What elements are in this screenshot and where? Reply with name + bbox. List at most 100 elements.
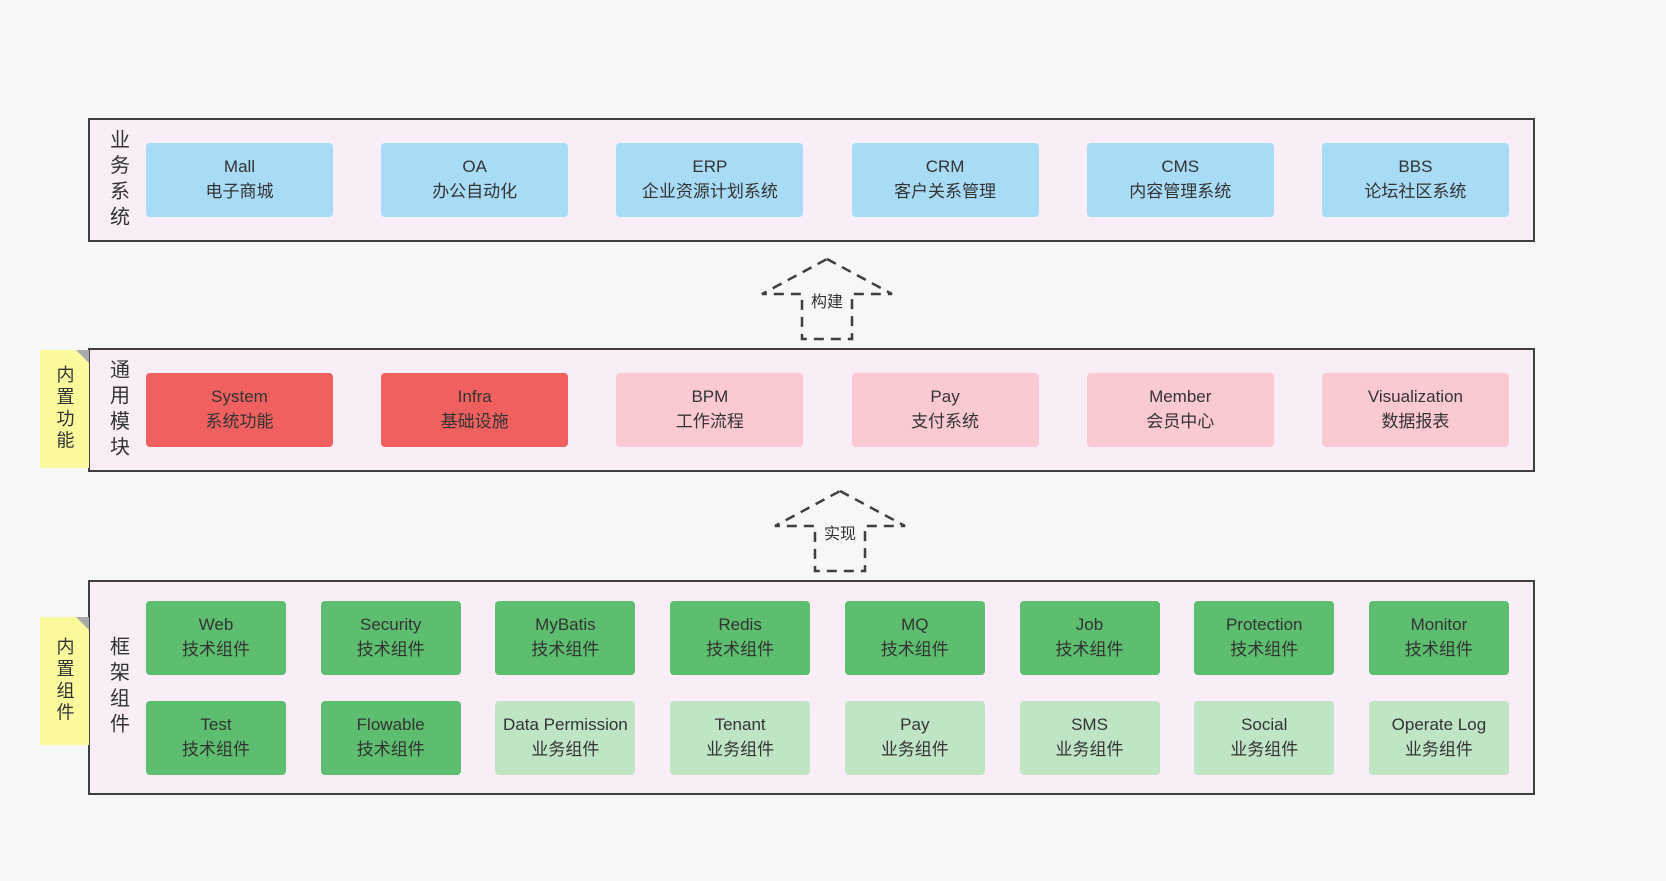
business-box-row: Mall 电子商城 OA 办公自动化 ERP 企业资源计划系统 CRM 客户关系管理 CMS 内容… (146, 143, 1509, 217)
builtin-functions-note: 内置功能 (40, 350, 89, 468)
section-business-label: 业务系统 (106, 128, 129, 232)
section-framework-label: 框架组件 (106, 636, 129, 739)
module-box-member: Member 会员中心 (1086, 373, 1274, 447)
box-subtitle: 技术组件 (182, 739, 250, 759)
box-title: SMS (1071, 714, 1108, 734)
box-subtitle: 业务组件 (1230, 739, 1299, 759)
module-box-sms: SMS 业务组件 (1019, 700, 1160, 775)
section-business-content: Mall 电子商城 OA 办公自动化 ERP 企业资源计划系统 CRM 客户关系管理 CMS 内容… (146, 120, 1533, 240)
modules-box-row: System 系统功能 Infra 基础设施 BPM 工作流程 Pay 支付系统 Member 会… (146, 373, 1509, 447)
box-subtitle: 论坛社区系统 (1364, 182, 1467, 201)
box-subtitle: 业务组件 (531, 739, 600, 759)
box-subtitle: 业务组件 (1404, 739, 1473, 759)
module-box-visualization: Visualization 数据报表 (1321, 373, 1509, 447)
box-subtitle: 办公自动化 (432, 182, 518, 201)
box-title: Protection (1225, 614, 1303, 634)
module-box-system: System 系统功能 (146, 373, 333, 447)
box-title: Social (1241, 714, 1288, 734)
section-modules-content: System 系统功能 Infra 基础设施 BPM 工作流程 Pay 支付系统 Member 会… (146, 350, 1533, 470)
module-box-bbs: BBS 论坛社区系统 (1321, 143, 1509, 217)
box-title: Web (198, 614, 234, 634)
box-subtitle: 数据报表 (1381, 412, 1450, 431)
box-subtitle: 工作流程 (675, 412, 744, 431)
box-subtitle: 内容管理系统 (1129, 182, 1232, 201)
box-title: Pay (930, 387, 960, 407)
module-box-erp: ERP 企业资源计划系统 (616, 143, 804, 217)
box-title: Test (200, 714, 232, 734)
box-title: Tenant (714, 714, 766, 734)
box-title: Operate Log (1391, 714, 1487, 734)
module-box-social: Social 业务组件 (1194, 700, 1335, 775)
build-arrow-label: 构建 (810, 294, 843, 311)
module-box-crm: CRM 客户关系管理 (851, 143, 1039, 217)
box-subtitle: 技术组件 (1055, 639, 1124, 659)
box-subtitle: 企业资源计划系统 (641, 182, 778, 201)
module-box-test: Test 技术组件 (146, 700, 286, 775)
module-box-monitor: Monitor 技术组件 (1368, 600, 1509, 675)
implement-arrow-label: 实现 (823, 526, 856, 543)
box-title: OA (462, 157, 487, 177)
box-subtitle: 技术组件 (706, 639, 775, 659)
box-title: MQ (901, 614, 929, 634)
module-box-infra: Infra 基础设施 (381, 373, 569, 447)
module-box-operate-log: Operate Log 业务组件 (1368, 700, 1509, 775)
box-title: Visualization (1367, 387, 1463, 407)
box-title: BBS (1398, 157, 1433, 177)
module-box-mall: Mall 电子商城 (146, 143, 333, 217)
box-subtitle: 技术组件 (1230, 639, 1299, 659)
box-title: Pay (900, 714, 930, 734)
box-subtitle: 业务组件 (880, 739, 949, 759)
box-subtitle: 技术组件 (531, 639, 600, 659)
build-arrow: 构建 (759, 256, 895, 342)
module-box-security: Security 技术组件 (320, 600, 461, 675)
box-subtitle: 业务组件 (706, 739, 775, 759)
module-box-pay: Pay 支付系统 (851, 373, 1039, 447)
box-subtitle: 技术组件 (1404, 639, 1473, 659)
module-box-web: Web 技术组件 (146, 600, 286, 675)
box-title: ERP (692, 157, 728, 177)
box-subtitle: 技术组件 (356, 739, 425, 759)
box-title: Job (1075, 614, 1104, 634)
box-subtitle: 技术组件 (356, 639, 425, 659)
module-box-protection: Protection 技术组件 (1194, 600, 1335, 675)
box-subtitle: 会员中心 (1146, 412, 1215, 431)
box-title: BPM (691, 387, 729, 407)
box-subtitle: 基础设施 (440, 412, 509, 431)
module-box-mq: MQ 技术组件 (844, 600, 985, 675)
section-business-systems: 业务系统 Mall 电子商城 OA 办公自动化 ERP 企业资源计划系统 CRM 客户关系管理… (88, 118, 1535, 242)
box-title: Monitor (1410, 614, 1468, 634)
module-box-oa: OA 办公自动化 (381, 143, 569, 217)
box-title: CMS (1161, 157, 1200, 177)
module-box-job: Job 技术组件 (1019, 600, 1160, 675)
box-subtitle: 技术组件 (182, 639, 250, 659)
module-box-flowable: Flowable 技术组件 (320, 700, 461, 775)
module-box-bpm: BPM 工作流程 (616, 373, 804, 447)
section-modules-label: 通用模块 (106, 358, 129, 462)
box-subtitle: 电子商城 (205, 182, 274, 201)
box-subtitle: 支付系统 (911, 412, 980, 431)
module-box-cms: CMS 内容管理系统 (1086, 143, 1274, 217)
box-subtitle: 技术组件 (880, 639, 949, 659)
box-subtitle: 客户关系管理 (894, 182, 997, 201)
box-title: Member (1149, 387, 1212, 407)
box-title: Mall (223, 157, 256, 177)
box-title: System (211, 387, 268, 407)
box-subtitle: 业务组件 (1055, 739, 1124, 759)
implement-arrow: 实现 (772, 488, 908, 574)
section-common-modules: 通用模块 System 系统功能 Infra 基础设施 BPM 工作流程 Pay 支付系统 Me… (88, 348, 1535, 472)
box-title: Flowable (356, 714, 425, 734)
box-title: CRM (925, 157, 965, 177)
box-title: Security (359, 614, 422, 634)
box-subtitle: 系统功能 (205, 412, 274, 431)
builtin-components-note: 内置组件 (40, 617, 89, 745)
module-box-pay: Pay 业务组件 (844, 700, 985, 775)
box-title: Infra (457, 387, 492, 407)
